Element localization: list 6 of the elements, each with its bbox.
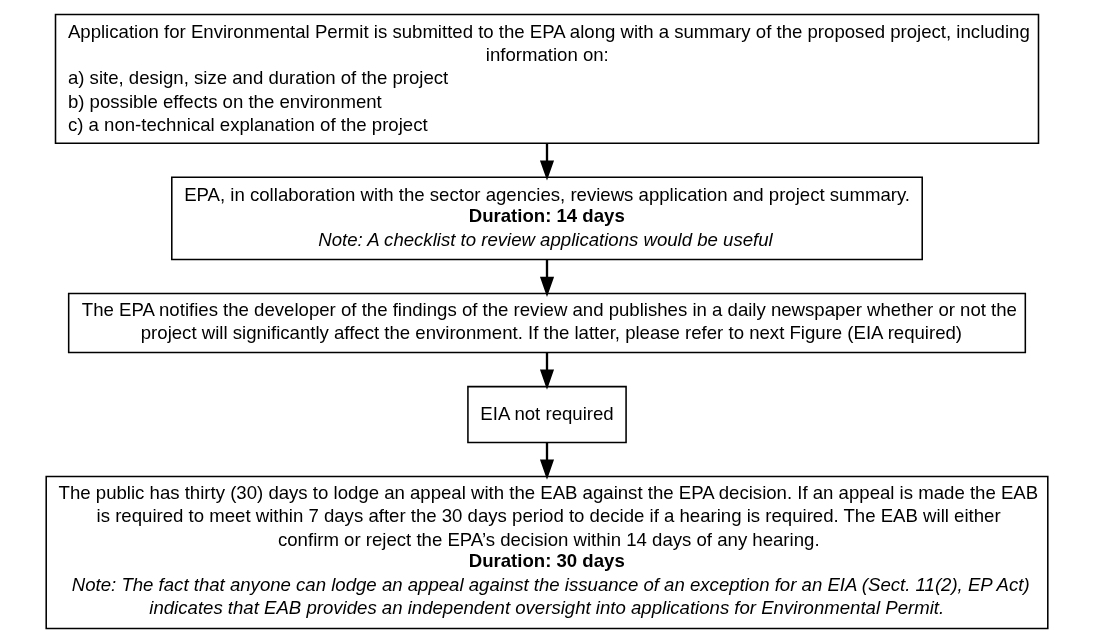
node-box: The public has thirty (30) days to lodge an appeal with the EAB against the EPA decision. If an appeal is made the EAB is required to meet within 7 days after the 30 days period to decide if a hearing is required. The EAB will either confirm or reject the EPA’s decision within 14 days of any hearing. Duration: 30 days Note: The fact that anyone can lodge an appeal against the issuance of an exception for an EIA (Sect. 11(2), EP Act) indicates that EAB provides an independent oversight into applications for Environmental Permit.	[45, 475, 1049, 630]
arrow	[539, 259, 555, 298]
node-box: The EPA notifies the developer of the findings of the review and publishes in a daily newspaper whether or not the project will significantly affect the environment. If the latter, please refer to next Figure (EIA required)	[67, 292, 1027, 354]
node-box: EIA not required	[467, 385, 627, 444]
node-box: EPA, in collaboration with the sector agencies, reviews application and project summary. Duration: 14 days Note: A checklist to review applications would be useful	[171, 176, 923, 261]
node-box: Application for Environmental Permit is submitted to the EPA along with a summary of the proposed project, including information on: a) site, design, size and duration of the project b) possible effects on the environment c) a non-technical explanation of the project	[54, 13, 1040, 144]
